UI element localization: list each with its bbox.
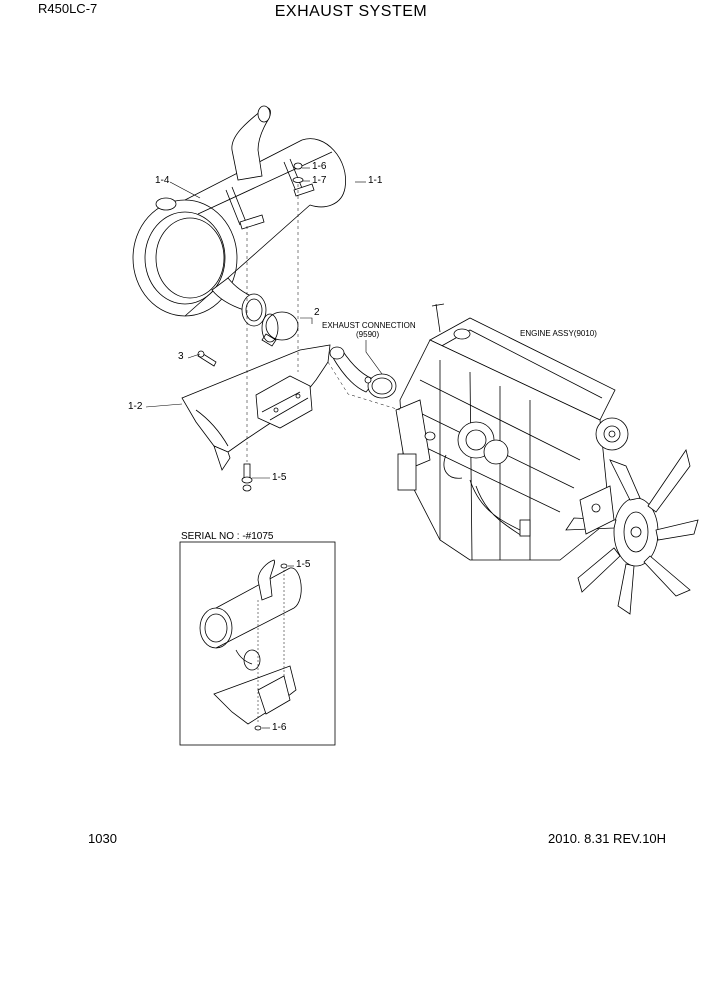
engine-drawing xyxy=(395,303,699,615)
leader-lines xyxy=(145,167,401,479)
clamp-drawing xyxy=(261,311,299,347)
page-title: EXHAUST SYSTEM xyxy=(274,3,428,20)
page-number: 1030 xyxy=(88,831,117,846)
exhaust-connection-ref: (9590) xyxy=(356,330,380,339)
callout-3: 3 xyxy=(178,351,184,362)
revision-date: 2010. 8.31 REV.10H xyxy=(548,831,667,846)
inset-callout-1-5: 1-5 xyxy=(296,559,311,570)
engine-assy-label: ENGINE ASSY(9010) xyxy=(520,329,597,338)
callout-1-2: 1-2 xyxy=(128,401,143,412)
nut-washer-drawing xyxy=(292,162,304,183)
callout-1-4: 1-4 xyxy=(155,175,170,186)
inset-serial-label: SERIAL NO : -#1075 xyxy=(181,531,274,542)
callout-1-7: 1-7 xyxy=(312,175,327,186)
bolt-1-5-drawing xyxy=(241,463,253,492)
callout-1-5: 1-5 xyxy=(272,472,287,483)
callout-2: 2 xyxy=(314,307,320,318)
model-number: R450LC-7 xyxy=(38,1,98,16)
callout-1-1: 1-1 xyxy=(368,175,383,186)
exhaust-connection-label: EXHAUST CONNECTION xyxy=(322,321,416,330)
bracket-drawing xyxy=(181,344,331,471)
muffler-drawing xyxy=(132,105,347,327)
exhaust-connection-drawing xyxy=(329,346,397,399)
bolt-3-drawing xyxy=(197,350,217,367)
inset-callout-1-6: 1-6 xyxy=(272,722,287,733)
callout-1-6: 1-6 xyxy=(312,161,327,172)
inset-drawing xyxy=(179,541,336,746)
